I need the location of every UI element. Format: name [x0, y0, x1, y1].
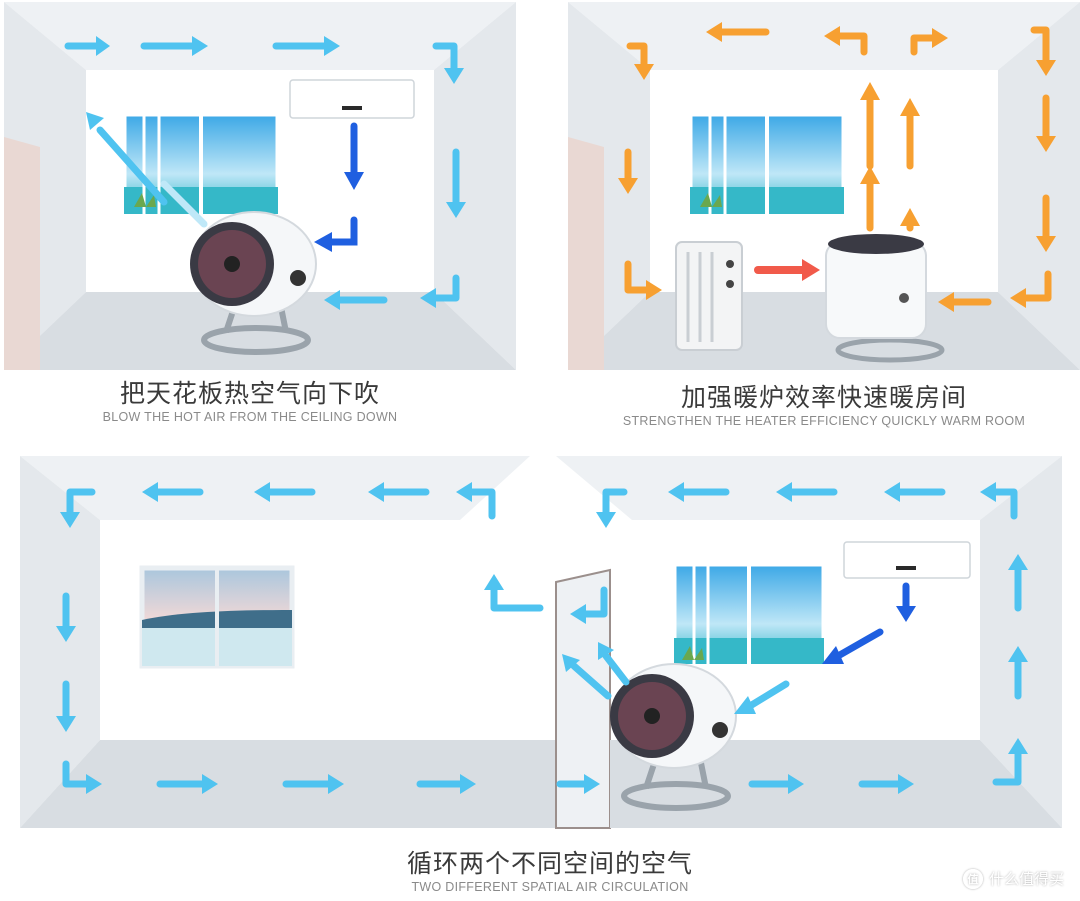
oil-heater [676, 242, 742, 350]
bottom-caption-cn: 循环两个不同空间的空气 [300, 844, 800, 880]
watermark-logo-icon: 值 [963, 869, 983, 889]
room-illustration-3 [0, 452, 1080, 832]
panel-heater-boost: 加强暖炉效率快速暖房间 STRENGTHEN THE HEATER EFFICI… [568, 2, 1080, 432]
room-illustration-2 [568, 2, 1080, 370]
panel-two-room-circulation: 循环两个不同空间的空气 TWO DIFFERENT SPATIAL AIR CI… [0, 452, 1080, 901]
room-illustration-1 [4, 2, 516, 370]
bottom-caption-en: TWO DIFFERENT SPATIAL AIR CIRCULATION [300, 880, 800, 894]
door [568, 137, 604, 370]
floor [568, 292, 1080, 370]
ceiling [20, 456, 530, 520]
panel-caption-en: STRENGTHEN THE HEATER EFFICIENCY QUICKLY… [568, 414, 1080, 428]
panel-caption-cn: 加强暖炉效率快速暖房间 [568, 378, 1080, 414]
door [4, 137, 40, 370]
air-conditioner [290, 80, 414, 118]
panel-caption-en: BLOW THE HOT AIR FROM THE CEILING DOWN [4, 410, 496, 424]
watermark-text: 什么值得买 [989, 868, 1064, 889]
watermark: 值 什么值得买 [963, 868, 1064, 889]
panel-caption-cn: 把天花板热空气向下吹 [4, 374, 496, 410]
panel-ceiling-air: 把天花板热空气向下吹 BLOW THE HOT AIR FROM THE CEI… [4, 2, 516, 432]
ceiling [556, 456, 1062, 520]
ceiling [4, 2, 516, 70]
air-conditioner [844, 542, 970, 578]
